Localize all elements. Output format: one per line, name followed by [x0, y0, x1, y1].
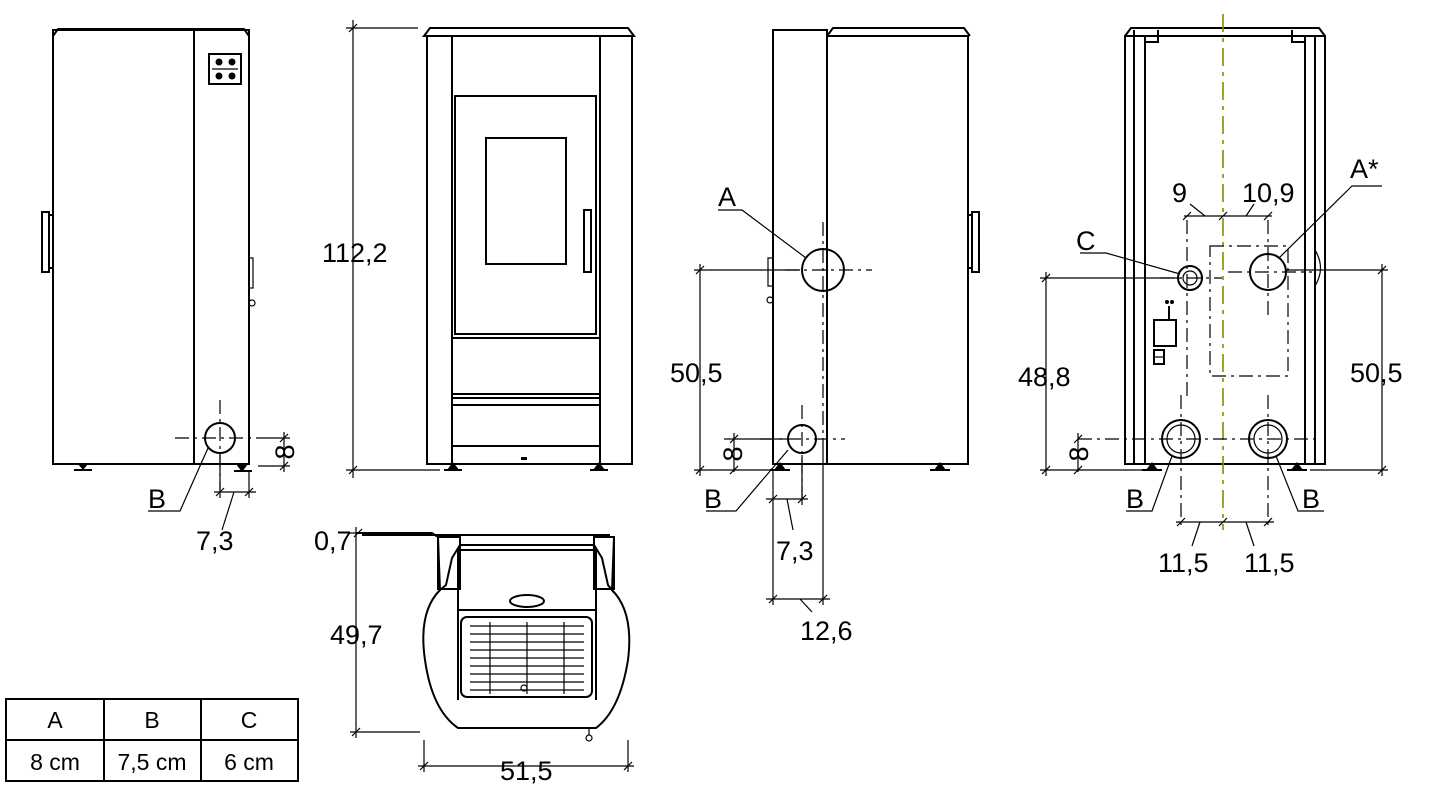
dim-7-3-left: 7,3 — [196, 526, 234, 556]
dim-48-8: 48,8 — [1018, 362, 1071, 392]
back-panel-component — [1153, 300, 1177, 365]
label-a-star: A* — [1350, 154, 1379, 184]
back-view: 9 10,9 C A* 48,8 8 50,5 11,5 11,5 — [1018, 14, 1403, 578]
dim-112-2: 112,2 — [322, 238, 388, 268]
label-b-left: B — [148, 484, 166, 514]
dim-50-5-back: 50,5 — [1350, 358, 1403, 388]
table-header-c: C — [241, 707, 258, 733]
label-a: A — [718, 182, 736, 212]
table-value-b: 7,5 cm — [117, 749, 186, 775]
side-view-right: A B 50,5 8 7,3 12,6 — [670, 27, 980, 646]
label-b-back-right: B — [1302, 484, 1320, 514]
dim-0-7: 0,7 — [314, 526, 352, 556]
connection-a-circle — [785, 222, 872, 440]
connection-b-circle-back-right — [1248, 395, 1288, 525]
dim-11-5-right: 11,5 — [1244, 548, 1295, 578]
dim-12-6: 12,6 — [800, 616, 853, 646]
dim-7-3-right: 7,3 — [776, 536, 814, 566]
table-value-c: 6 cm — [224, 749, 274, 775]
dim-51-5: 51,5 — [500, 756, 553, 786]
top-view: 0,7 49,7 51,5 — [314, 526, 634, 786]
table-value-a: 8 cm — [30, 749, 80, 775]
label-c: C — [1076, 226, 1096, 256]
control-panel-icon — [208, 53, 242, 85]
front-door-handle — [583, 209, 592, 273]
connection-a-star-circle — [1228, 253, 1312, 291]
table-header-b: B — [144, 707, 159, 733]
dim-8-left: 8 — [270, 444, 300, 459]
dim-11-5-left: 11,5 — [1158, 548, 1209, 578]
dim-8-back: 8 — [1064, 446, 1094, 461]
air-grille — [460, 616, 593, 698]
dim-8-right: 8 — [718, 446, 748, 461]
connection-b-circle — [175, 400, 260, 490]
connection-size-table: A B C 8 cm 7,5 cm 6 cm — [5, 698, 299, 782]
dim-9: 9 — [1172, 178, 1187, 208]
door-handle — [41, 211, 53, 273]
dim-10-9: 10,9 — [1242, 178, 1295, 208]
label-b-back-left: B — [1126, 484, 1144, 514]
front-view: 112,2 — [322, 20, 636, 478]
label-b-right: B — [704, 484, 722, 514]
dim-49-7: 49,7 — [330, 620, 383, 650]
table-header-a: A — [47, 707, 63, 733]
connection-b-circle-back-left — [1161, 395, 1201, 525]
side-view-left: 8 7,3 B — [41, 28, 300, 556]
dim-50-5-right: 50,5 — [670, 358, 723, 388]
